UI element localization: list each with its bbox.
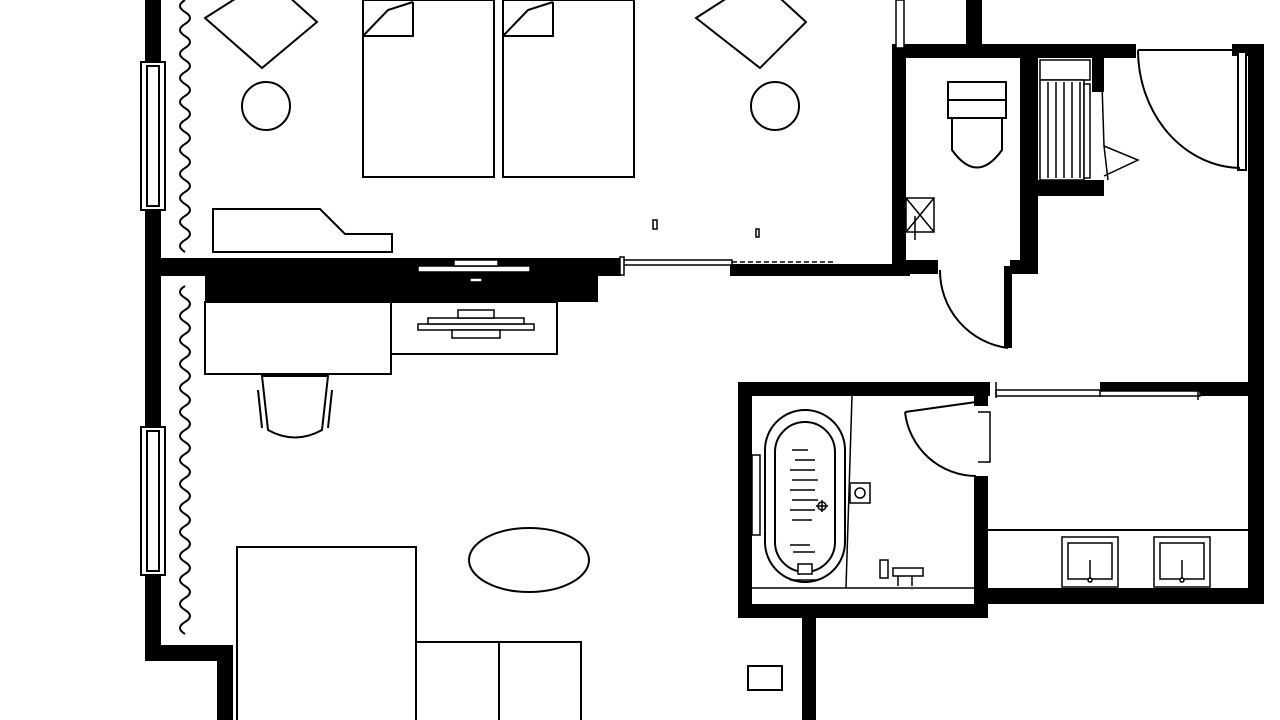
armchair-left bbox=[203, 0, 319, 70]
vanity-area bbox=[988, 382, 1250, 588]
sofa bbox=[236, 546, 417, 720]
living-furniture bbox=[204, 301, 783, 720]
lamp-left bbox=[241, 81, 291, 131]
toilet-room bbox=[905, 81, 1009, 349]
ottoman-left bbox=[415, 641, 500, 720]
desk-chair bbox=[257, 375, 333, 439]
sink-right bbox=[1153, 536, 1211, 588]
shower-faucet bbox=[879, 559, 924, 586]
bath-faucet bbox=[790, 563, 818, 581]
lamp-right bbox=[750, 81, 800, 131]
tv-console bbox=[417, 259, 531, 283]
ottoman-right bbox=[498, 641, 582, 720]
curtain-upper bbox=[179, 0, 191, 253]
bedroom-furniture bbox=[203, 0, 808, 253]
bath-drain-pattern bbox=[790, 449, 828, 553]
floor-outlet bbox=[747, 665, 783, 691]
armchair-right bbox=[694, 0, 808, 70]
bed-left bbox=[362, 0, 495, 178]
bench bbox=[212, 208, 393, 253]
desk bbox=[204, 301, 392, 375]
closet bbox=[1039, 59, 1140, 181]
toilet bbox=[947, 81, 1007, 169]
curtain-lower bbox=[179, 285, 191, 635]
entry-door bbox=[1137, 49, 1247, 171]
credenza-tv bbox=[417, 309, 535, 339]
bathtub bbox=[751, 409, 846, 583]
window-frame-top bbox=[895, 0, 905, 49]
toilet-door bbox=[938, 269, 1009, 349]
walls bbox=[145, 0, 1264, 720]
shower-mixer bbox=[849, 482, 871, 504]
bedside-outlet-right bbox=[755, 228, 760, 238]
windows bbox=[140, 61, 166, 576]
bathroom bbox=[751, 395, 991, 589]
hand-basin bbox=[905, 197, 935, 240]
luggage-rack bbox=[1101, 83, 1140, 181]
vanity-sliding-door bbox=[995, 382, 1201, 400]
closet-shelves bbox=[1039, 79, 1085, 181]
coffee-table bbox=[468, 527, 590, 593]
bathroom-door bbox=[904, 401, 991, 477]
bed-right bbox=[502, 0, 635, 178]
curtains bbox=[179, 0, 191, 635]
bedside-outlet-left bbox=[652, 219, 658, 230]
bedroom-sliding-door bbox=[619, 256, 835, 276]
sink-left bbox=[1061, 536, 1119, 588]
